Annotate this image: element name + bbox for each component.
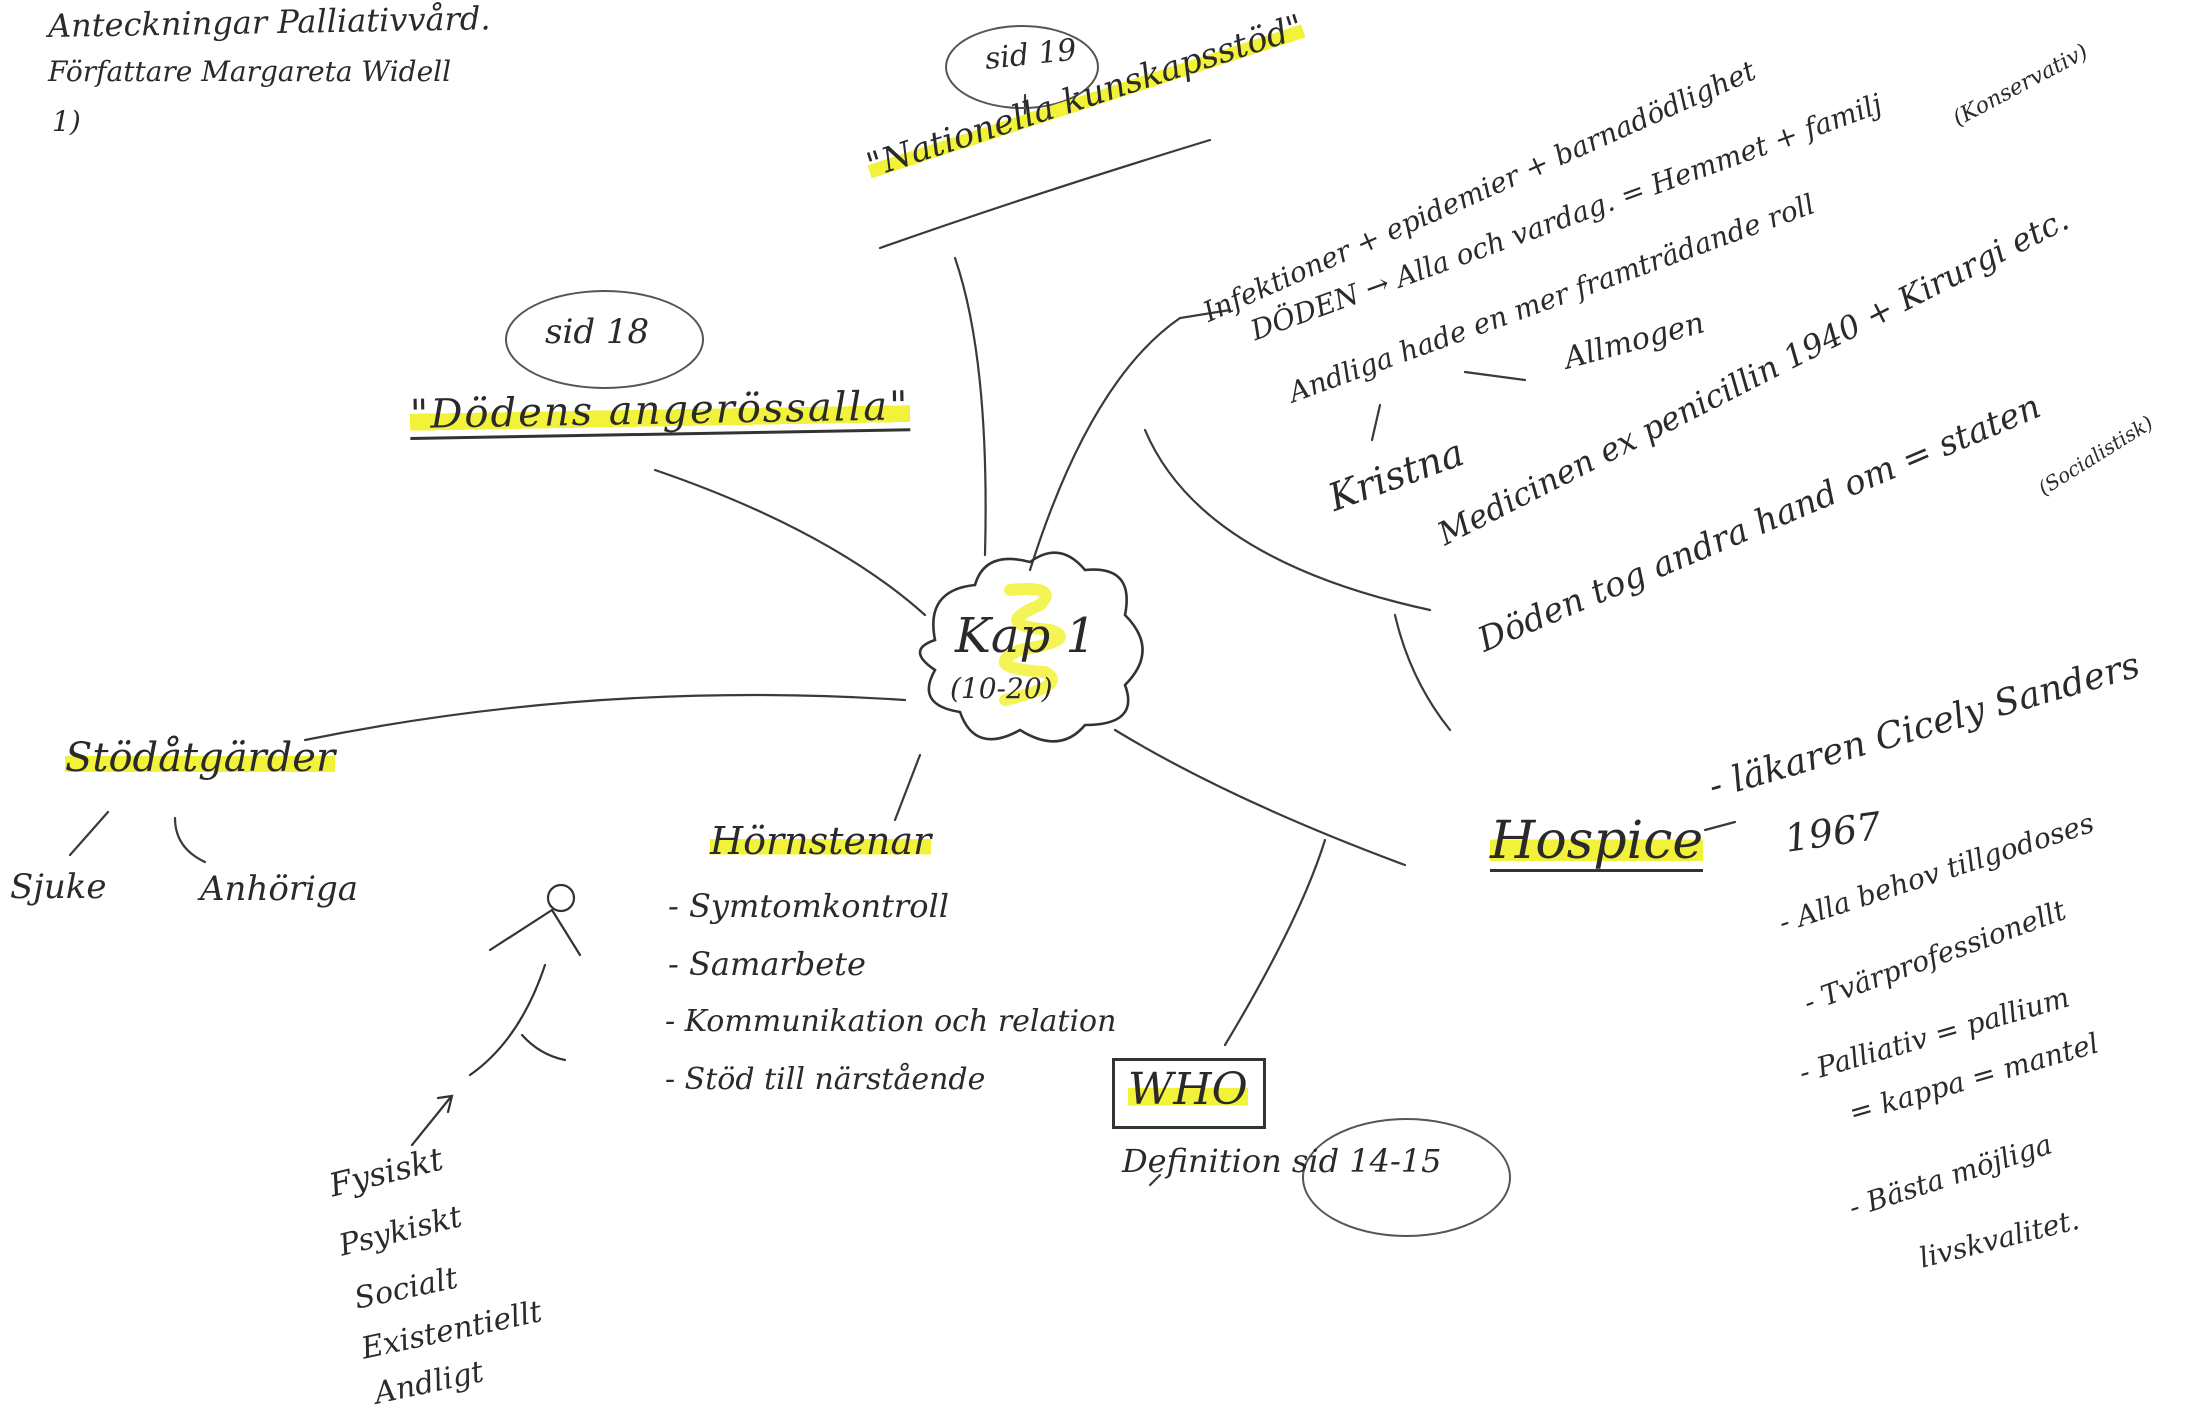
stod-anhoriga: Anhöriga	[200, 869, 358, 909]
line-to-doden-tog	[1393, 613, 1452, 732]
oval-who-def	[1302, 1118, 1511, 1237]
line-to-history-top	[1028, 308, 1232, 572]
line-to-anhoriga	[173, 816, 207, 864]
header-author: Författare Margareta Widell	[48, 55, 452, 88]
line-to-stodaltgarder	[303, 693, 907, 742]
horustenar-item-4: - Stöd till närstående	[665, 1062, 986, 1097]
branch-stodaltgarder: Stödåtgärder	[65, 735, 336, 781]
stod-sjuke: Sjuke	[10, 867, 107, 907]
horustenar-item-3: - Kommunikation och relation	[665, 1004, 1117, 1039]
line-to-hospice	[1113, 728, 1407, 867]
branch-dodens-angerossalla: "Dödens angerössalla"	[409, 383, 910, 440]
horustenar-item-1: - Symtomkontroll	[668, 887, 949, 925]
branch-who: WHO	[1128, 1064, 1248, 1115]
line-to-horustenar	[893, 753, 922, 822]
center-title: Kap 1	[955, 608, 1096, 664]
stick-figure	[410, 883, 582, 1147]
header-page-number: 1)	[52, 105, 81, 138]
line-to-who	[1223, 838, 1327, 1047]
line-to-dodens	[653, 468, 927, 617]
header-title: Anteckningar Palliativvård.	[47, 0, 491, 45]
center-pages: (10-20)	[950, 672, 1053, 705]
underline-who-def	[1148, 1173, 1162, 1187]
line-to-sjuke	[68, 810, 110, 857]
cloud-shape	[918, 551, 1144, 743]
line-to-nationella	[953, 256, 987, 557]
line-to-medicinen	[1143, 428, 1432, 612]
line-andliga-kristna	[1370, 403, 1382, 442]
line-andliga-allmogen	[1463, 370, 1527, 382]
branch-hospice: Hospice	[1490, 811, 1704, 872]
underline-nationella	[878, 138, 1212, 250]
horustenar-item-2: - Samarbete	[668, 945, 866, 983]
ref-sid18: sid 18	[545, 312, 650, 352]
highlight-squiggle	[998, 583, 1066, 706]
line-hospice-dash	[1703, 820, 1737, 832]
branch-horustenar: Hörnstenar	[710, 819, 932, 863]
who-box	[1112, 1058, 1266, 1129]
who-definition: Definition sid 14-15	[1122, 1142, 1442, 1180]
